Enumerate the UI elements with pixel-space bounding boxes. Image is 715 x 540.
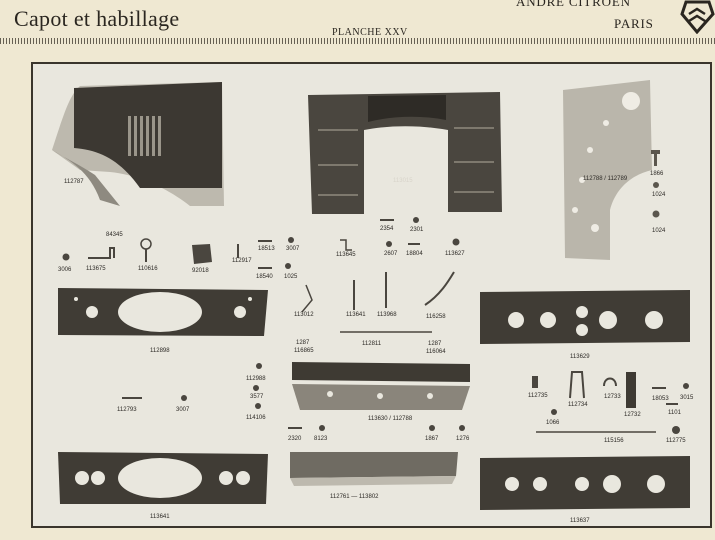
ref-side-panel-a: 112788 / 112789 <box>583 176 628 182</box>
ref-2607: 2607 <box>384 251 398 257</box>
ref-1287-a: 1287 <box>296 340 310 346</box>
citroen-logo-icon <box>680 0 715 34</box>
ref-113641: 113641 <box>346 312 366 318</box>
small-hardware-right: 1866 1024 1024 <box>650 150 666 234</box>
ref-92018: 92018 <box>192 268 209 274</box>
ref-18804: 18804 <box>406 251 423 257</box>
ref-112811: 112811 <box>362 341 382 347</box>
ref-113630: 113630 / 112788 <box>368 416 413 422</box>
ref-3007-b: 3007 <box>176 407 190 413</box>
ref-112775: 112775 <box>666 438 686 444</box>
ref-110616: 110616 <box>138 266 158 272</box>
left-upper-plate: 112898 <box>58 288 268 354</box>
left-middle-hardware: 112988 3577 114106 112793 3007 2320 8123… <box>117 363 470 442</box>
grille-shell-part: 113015 <box>308 92 502 214</box>
small-parts-row: 3006 113675 84345 110616 92018 112917 18… <box>58 217 465 280</box>
ref-grille-shell: 113015 <box>393 178 413 184</box>
ref-2354: 2354 <box>380 226 394 232</box>
ref-1866: 1866 <box>650 171 664 177</box>
ref-1867: 1867 <box>425 436 439 442</box>
publisher-city: PARIS <box>614 16 654 31</box>
ref-112734: 112734 <box>568 402 588 408</box>
ref-1025: 1025 <box>284 274 298 280</box>
ref-3006: 3006 <box>58 267 72 273</box>
ref-114106: 114106 <box>246 415 266 421</box>
ref-113675: 113675 <box>86 266 106 272</box>
ref-1287-b: 1287 <box>428 341 442 347</box>
ref-3577: 3577 <box>250 394 264 400</box>
ref-18513: 18513 <box>258 246 275 252</box>
ref-84345: 84345 <box>106 232 123 238</box>
ref-1024-a: 1024 <box>652 192 666 198</box>
ref-113968: 113968 <box>377 312 397 318</box>
right-lower-plate: 113637 <box>480 456 690 524</box>
middle-bar-part: 113630 / 112788 <box>292 362 470 422</box>
ref-1066: 1066 <box>546 420 560 426</box>
ref-116064: 116064 <box>426 349 446 355</box>
ref-18540: 18540 <box>256 274 273 280</box>
header-rule <box>0 38 715 44</box>
ref-1101: 1101 <box>668 410 682 416</box>
page-title: Capot et habillage <box>14 6 180 31</box>
ref-116258: 116258 <box>426 314 446 320</box>
hood-side-part: 112787 <box>52 82 224 206</box>
page-header: Capot et habillage PLANCHE XXV ANDRÉ CIT… <box>0 0 715 44</box>
right-middle-hardware: 112735 112734 12733 12732 18053 3015 110… <box>528 371 694 444</box>
ref-3007-a: 3007 <box>286 246 300 252</box>
ref-12733: 12733 <box>604 394 621 400</box>
ref-113012: 113012 <box>294 312 314 318</box>
ref-12732: 12732 <box>624 412 641 418</box>
left-lower-plate: 113641 <box>58 452 268 520</box>
ref-113637: 113637 <box>570 518 590 524</box>
ref-3015: 3015 <box>680 395 694 401</box>
ref-112761: 112761 — 113802 <box>330 494 379 500</box>
plate-number: PLANCHE XXV <box>332 27 408 38</box>
ref-112988: 112988 <box>246 376 266 382</box>
ref-112735: 112735 <box>528 393 548 399</box>
right-upper-plate: 113629 <box>480 290 690 360</box>
side-panel-part: 112788 / 112789 <box>563 80 652 260</box>
publisher-name: ANDRÉ CITROËN <box>516 0 631 9</box>
ref-2320: 2320 <box>288 436 302 442</box>
ref-1024-b: 1024 <box>652 228 666 234</box>
middle-rods: 113012 113641 113968 116258 112811 1287 … <box>294 271 455 355</box>
ref-2301: 2301 <box>410 227 424 233</box>
ref-113629: 113629 <box>570 354 590 360</box>
ref-113645: 113645 <box>336 252 356 258</box>
ref-113627: 113627 <box>445 251 465 257</box>
ref-8123: 8123 <box>314 436 328 442</box>
ref-18053: 18053 <box>652 396 669 402</box>
ref-hood-side: 112787 <box>64 179 84 185</box>
ref-116865: 116865 <box>294 348 314 354</box>
ref-113641-b: 113641 <box>150 514 170 520</box>
ref-112917: 112917 <box>232 258 252 264</box>
ref-115156: 115156 <box>604 438 624 444</box>
ref-1276: 1276 <box>456 436 470 442</box>
lower-middle-angle: 112761 — 113802 <box>290 452 458 500</box>
ref-112898: 112898 <box>150 348 170 354</box>
ref-112793: 112793 <box>117 407 137 413</box>
